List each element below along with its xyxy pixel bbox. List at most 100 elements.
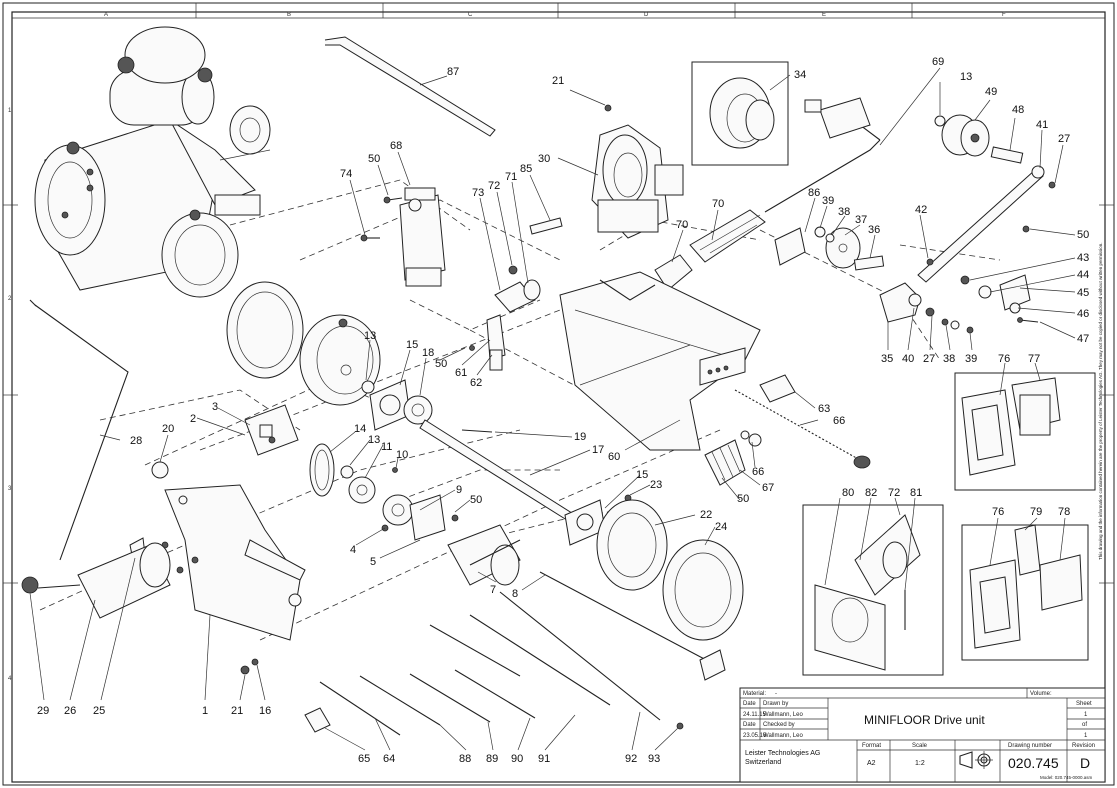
callout-13: 13	[960, 71, 972, 83]
side-note: This drawing and the information contain…	[1098, 242, 1103, 560]
callout-21-b: 21	[231, 705, 243, 717]
callout-77: 77	[1028, 353, 1040, 365]
callout-4: 4	[350, 544, 356, 556]
callout-17: 17	[592, 444, 604, 456]
callout-38-b: 38	[943, 353, 955, 365]
callout-9: 9	[456, 484, 462, 496]
callout-66-b: 66	[752, 466, 764, 478]
drawing-number-label: Drawing number	[1008, 743, 1052, 749]
callout-76: 76	[998, 353, 1010, 365]
zone-col-c: C	[468, 12, 473, 18]
callout-19: 19	[574, 431, 586, 443]
label-plate-85	[529, 217, 563, 235]
gear-housing	[591, 124, 684, 239]
drawing-border	[11, 11, 1106, 783]
callout-50-d: 50	[470, 494, 482, 506]
callout-26: 26	[64, 705, 76, 717]
detail-view-80-82	[802, 504, 944, 676]
callout-69: 69	[932, 56, 944, 68]
checked-by-label: Checked by	[763, 722, 795, 728]
callout-35: 35	[881, 353, 893, 365]
terminal-block	[704, 439, 746, 486]
callout-48: 48	[1012, 104, 1024, 116]
tire-wheel-left	[226, 281, 381, 406]
detail-view-76-79-78	[961, 524, 1089, 661]
zone-col-e: E	[822, 12, 826, 18]
zone-row-2: 2	[8, 296, 12, 302]
callout-66: 66	[833, 415, 845, 427]
callout-78: 78	[1058, 506, 1070, 518]
callout-72: 72	[488, 180, 500, 192]
callout-2: 2	[190, 413, 196, 425]
callout-labels: 87 21 34 69 13 49 48 41 27 30 68 50 74 7…	[37, 56, 1089, 765]
callout-64: 64	[383, 753, 395, 765]
callout-81: 81	[910, 487, 922, 499]
callout-41: 41	[1036, 119, 1048, 131]
callout-65: 65	[358, 753, 370, 765]
callout-34: 34	[794, 69, 806, 81]
callout-68: 68	[390, 140, 402, 152]
date-label: Date	[743, 701, 756, 707]
zone-col-b: B	[287, 12, 291, 18]
model-note: Model: 020.745-0000.asm	[1040, 775, 1093, 780]
material-value: -	[775, 691, 777, 697]
tire-wheel-right	[596, 499, 744, 641]
screws-top	[360, 104, 1030, 242]
company-name: Leister Technologies AG	[745, 750, 820, 757]
format-label: Format	[862, 743, 881, 749]
callout-86: 86	[808, 187, 820, 199]
callout-92: 92	[625, 753, 637, 765]
clamp-parts	[960, 274, 1039, 323]
callout-24: 24	[715, 521, 727, 533]
encoder-disc	[814, 226, 885, 271]
lever-bracket	[879, 258, 974, 334]
callout-73: 73	[472, 187, 484, 199]
callout-61: 61	[455, 367, 467, 379]
format-value: A2	[867, 760, 876, 767]
callout-50-c: 50	[435, 358, 447, 370]
callout-44: 44	[1077, 269, 1089, 281]
checked-date-label: Date	[743, 722, 756, 728]
zone-row-3: 3	[8, 486, 12, 492]
sheet-number: 1	[1084, 712, 1088, 718]
callout-14: 14	[354, 423, 366, 435]
callout-50-e: 50	[737, 493, 749, 505]
callout-93: 93	[648, 753, 660, 765]
drawn-date: 24.11.15	[743, 712, 767, 718]
zone-col-d: D	[644, 12, 649, 18]
callout-76-b: 76	[992, 506, 1004, 518]
bearing-plate-lower	[564, 494, 632, 546]
checked-by: Wallmann, Leo	[763, 733, 803, 739]
callout-91: 91	[538, 753, 550, 765]
projection-symbol-icon	[959, 751, 993, 769]
scale-value: 1:2	[915, 760, 925, 767]
cable-glands	[654, 209, 766, 291]
company-country: Switzerland	[745, 759, 781, 766]
callout-30: 30	[538, 153, 550, 165]
sheet-label: Sheet	[1076, 701, 1092, 707]
callout-15: 15	[406, 339, 418, 351]
sensor-plate-86	[774, 227, 806, 266]
of-label: of	[1082, 722, 1087, 728]
callout-82: 82	[865, 487, 877, 499]
leader-lines	[29, 67, 1076, 751]
callout-8: 8	[512, 588, 518, 600]
callout-13-c: 13	[368, 434, 380, 446]
callout-49: 49	[985, 86, 997, 98]
callout-70-b: 70	[712, 198, 724, 210]
callout-50: 50	[368, 153, 380, 165]
volume-label: Volume:	[1030, 691, 1052, 697]
callout-16: 16	[259, 705, 271, 717]
callout-22: 22	[700, 509, 712, 521]
callout-88: 88	[459, 753, 471, 765]
callout-20: 20	[162, 423, 174, 435]
callout-1: 1	[202, 705, 208, 717]
chassis-frame	[559, 271, 761, 451]
callout-50-b: 50	[1077, 229, 1089, 241]
control-module	[399, 187, 446, 287]
callout-70-a: 70	[676, 219, 688, 231]
callout-42: 42	[915, 204, 927, 216]
callout-5: 5	[370, 556, 376, 568]
callout-39: 39	[822, 195, 834, 207]
